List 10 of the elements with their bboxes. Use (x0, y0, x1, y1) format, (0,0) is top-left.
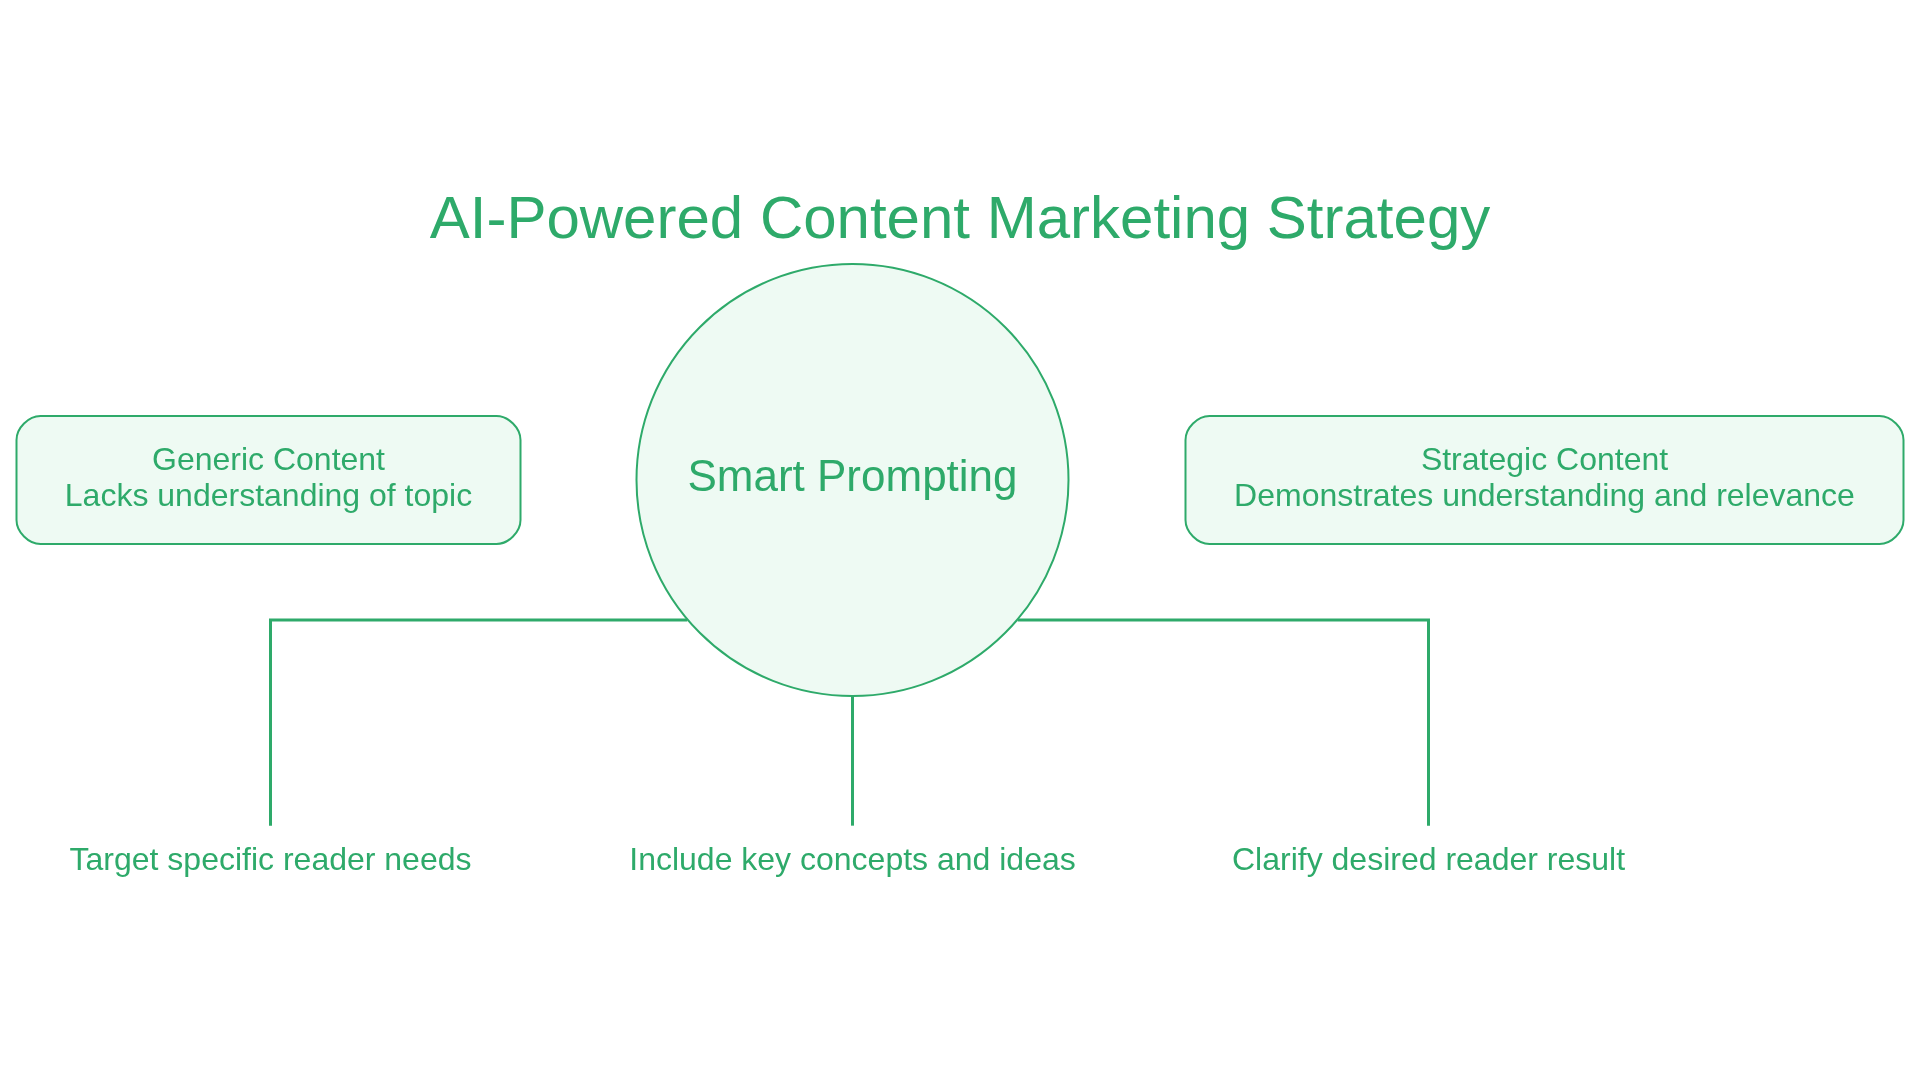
connector (1017, 618, 1430, 826)
node-circle: Smart Prompting (635, 263, 1070, 697)
node-text: Include key concepts and ideas (629, 840, 1076, 877)
node-box: Strategic Content Demonstrates understanding and relevance (1184, 415, 1905, 545)
node-text: Clarify desired reader result (1231, 840, 1626, 877)
connector (269, 618, 688, 826)
node-text: Target specific reader needs (69, 840, 472, 877)
diagram-title: AI-Powered Content Marketing Strategy (429, 184, 1491, 251)
connector (851, 696, 854, 826)
node-box: Generic Content Lacks understanding of topic (15, 415, 522, 545)
